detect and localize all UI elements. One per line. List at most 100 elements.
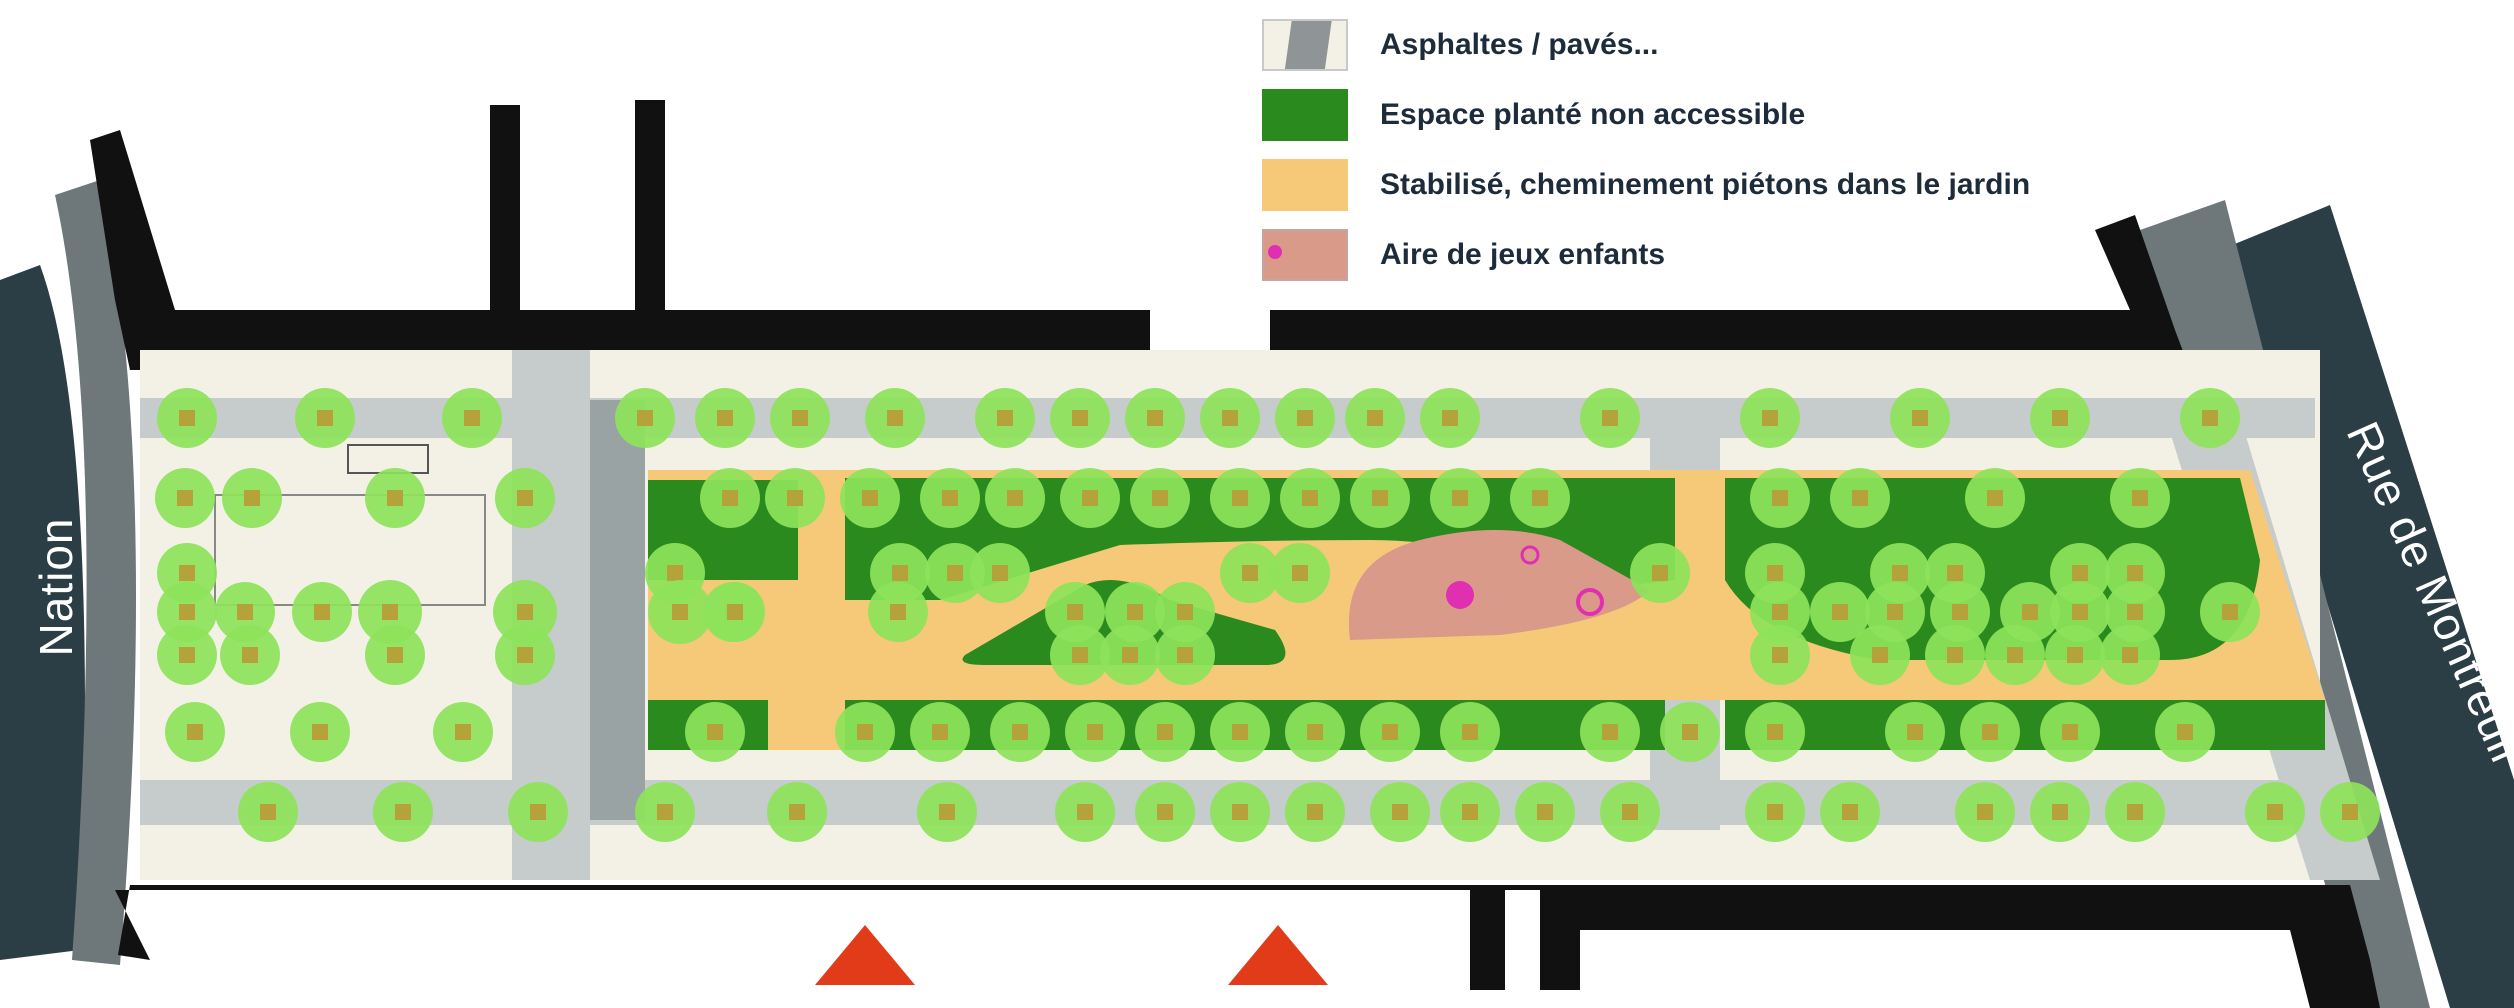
tree-trunk-marker <box>1087 724 1103 740</box>
path-swatch <box>1262 159 1348 211</box>
tree-trunk-marker <box>1072 410 1088 426</box>
planted-swatch <box>1262 89 1348 141</box>
tree-trunk-marker <box>947 565 963 581</box>
tree-trunk-marker <box>244 490 260 506</box>
tree-trunk-marker <box>179 565 195 581</box>
tree-trunk-marker <box>1947 565 1963 581</box>
tree-trunk-marker <box>1772 604 1788 620</box>
tree-trunk-marker <box>1307 804 1323 820</box>
nation-sidewalk <box>55 180 136 965</box>
tree-trunk-marker <box>2127 604 2143 620</box>
tree-trunk-marker <box>1602 410 1618 426</box>
tree-trunk-marker <box>1007 490 1023 506</box>
tree-trunk-marker <box>1152 490 1168 506</box>
street-label-nation: Nation <box>30 517 82 657</box>
tree-trunk-marker <box>707 724 723 740</box>
tree-trunk-marker <box>1012 724 1028 740</box>
building-bottom <box>115 885 2380 1008</box>
tree-trunk-marker <box>1772 490 1788 506</box>
tree-trunk-marker <box>1302 490 1318 506</box>
playground-equipment <box>1520 545 1540 565</box>
legend-item-playground: Aire de jeux enfants <box>1262 225 2162 285</box>
tree-trunk-marker <box>387 647 403 663</box>
tree-trunk-marker <box>892 565 908 581</box>
building-top <box>90 100 2190 370</box>
tree-trunk-marker <box>717 410 733 426</box>
tree-trunk-marker <box>1307 724 1323 740</box>
tree-trunk-marker <box>2132 490 2148 506</box>
tree-trunk-marker <box>787 490 803 506</box>
tree-trunk-marker <box>1987 490 2003 506</box>
tree-trunk-marker <box>2007 647 2023 663</box>
tree-trunk-marker <box>862 490 878 506</box>
tree-trunk-marker <box>2127 804 2143 820</box>
tree-trunk-marker <box>1232 490 1248 506</box>
tree-trunk-marker <box>1232 804 1248 820</box>
tree-trunk-marker <box>2122 647 2138 663</box>
tree-trunk-marker <box>939 804 955 820</box>
tree-trunk-marker <box>1462 724 1478 740</box>
paving-swatch <box>1262 19 1348 71</box>
tree-trunk-marker <box>1532 490 1548 506</box>
tree-trunk-marker <box>789 804 805 820</box>
tree-trunk-marker <box>887 410 903 426</box>
tree-trunk-marker <box>1452 490 1468 506</box>
tree-trunk-marker <box>1072 647 1088 663</box>
tree-trunk-marker <box>387 490 403 506</box>
tree-trunk-marker <box>792 410 808 426</box>
tree-trunk-marker <box>2222 604 2238 620</box>
tree-trunk-marker <box>1842 804 1858 820</box>
entrance-triangle-icon <box>815 925 915 985</box>
tree-trunk-marker <box>942 490 958 506</box>
tree-trunk-marker <box>1222 410 1238 426</box>
tree-trunk-marker <box>2072 604 2088 620</box>
tree-trunk-marker <box>997 410 1013 426</box>
tree-trunk-marker <box>1442 410 1458 426</box>
tree-trunk-marker <box>517 647 533 663</box>
tree-trunk-marker <box>260 804 276 820</box>
tree-trunk-marker <box>1232 724 1248 740</box>
tree-trunk-marker <box>1537 804 1553 820</box>
tree-trunk-marker <box>314 604 330 620</box>
tree-trunk-marker <box>1652 565 1668 581</box>
playground-area <box>1348 530 1650 640</box>
legend-label-planted: Espace planté non accessible <box>1380 98 1806 131</box>
tree-trunk-marker <box>1832 604 1848 620</box>
tree-trunk-marker <box>517 604 533 620</box>
tree-trunk-marker <box>2267 804 2283 820</box>
tree-trunk-marker <box>2052 804 2068 820</box>
tree-trunk-marker <box>1772 647 1788 663</box>
playground-swatch <box>1262 229 1348 281</box>
tree-trunk-marker <box>382 604 398 620</box>
tree-trunk-marker <box>932 724 948 740</box>
tree-trunk-marker <box>1292 565 1308 581</box>
tree-trunk-marker <box>1157 804 1173 820</box>
tree-trunk-marker <box>1082 490 1098 506</box>
tree-trunk-marker <box>530 804 546 820</box>
playground-equipment <box>1576 588 1604 616</box>
tree-trunk-marker <box>464 410 480 426</box>
tree-trunk-marker <box>1912 410 1928 426</box>
tree-trunk-marker <box>2342 804 2358 820</box>
tree-trunk-marker <box>1887 604 1903 620</box>
tree-trunk-marker <box>177 490 193 506</box>
tree-trunk-marker <box>2022 604 2038 620</box>
tree-trunk-marker <box>992 565 1008 581</box>
path-area-bottom <box>755 700 845 750</box>
legend-label-path: Stabilisé, cheminement piétons dans le j… <box>1380 168 2031 201</box>
tree-trunk-marker <box>2052 410 2068 426</box>
tree-trunk-marker <box>1367 410 1383 426</box>
tree-trunk-marker <box>2067 647 2083 663</box>
tree-trunk-marker <box>1767 724 1783 740</box>
tree-trunk-marker <box>1147 410 1163 426</box>
legend-label-paving: Asphaltes / pavés... <box>1380 28 1659 61</box>
tree-trunk-marker <box>179 604 195 620</box>
tree-trunk-marker <box>727 604 743 620</box>
tree-trunk-marker <box>2062 724 2078 740</box>
tree-trunk-marker <box>1297 410 1313 426</box>
tree-trunk-marker <box>1767 804 1783 820</box>
tree-trunk-marker <box>1122 647 1138 663</box>
nation-road <box>0 265 85 960</box>
tree-trunk-marker <box>657 804 673 820</box>
